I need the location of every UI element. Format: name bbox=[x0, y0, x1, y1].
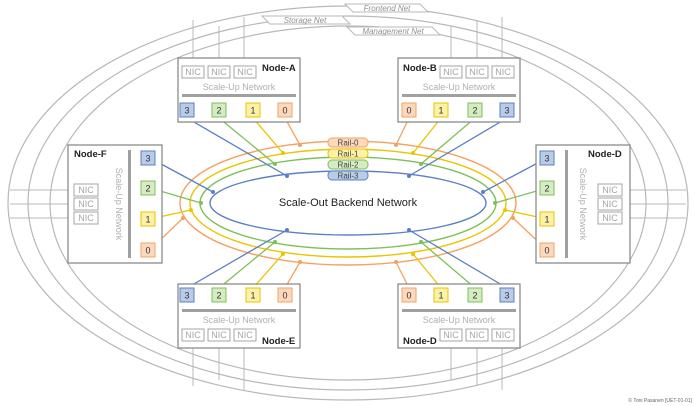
node-f-scaleup-label: Scale-Up Network bbox=[114, 168, 124, 241]
node-a-nic-1 bbox=[181, 65, 205, 79]
rail-3-label: Rail-3 bbox=[338, 172, 359, 181]
node-d-right-port: 3 bbox=[544, 154, 549, 164]
copyright: © Toni Pasanen [UET-01-01] bbox=[628, 397, 692, 404]
storage-net-label: Storage Net bbox=[284, 16, 327, 25]
node-d-right-nic-2 bbox=[597, 197, 623, 211]
nic-label: NIC bbox=[78, 199, 94, 209]
backend-network-label: Scale-Out Backend Network bbox=[279, 197, 418, 209]
node-d-bottom-port: 1 bbox=[438, 291, 443, 301]
management-net-label: Management Net bbox=[362, 27, 424, 36]
nic-label: NIC bbox=[237, 330, 253, 340]
node-e-port: 3 bbox=[184, 291, 189, 301]
node-d-bottom-title: Node-D bbox=[403, 336, 437, 347]
nic-label: NIC bbox=[469, 67, 485, 77]
outer-network-labels: Frontend Net Storage Net Management Net bbox=[260, 3, 442, 36]
node-b-nic-3 bbox=[491, 65, 515, 79]
node-d-bottom-nic-1 bbox=[439, 328, 463, 342]
nic-label: NIC bbox=[495, 67, 511, 77]
rail-2-label: Rail-2 bbox=[338, 161, 359, 170]
node-e-title: Node-E bbox=[262, 336, 295, 347]
node-b-nic-2 bbox=[465, 65, 489, 79]
node-d-bottom-nic-2 bbox=[465, 328, 489, 342]
node-d-bottom-scaleup-label: Scale-Up Network bbox=[423, 315, 496, 325]
node-a-port: 0 bbox=[282, 106, 287, 116]
management-ring bbox=[49, 25, 647, 381]
node-b-port: 2 bbox=[472, 106, 477, 116]
node-d-right-port: 0 bbox=[544, 246, 549, 256]
node-d-right-scaleup-label: Scale-Up Network bbox=[578, 168, 588, 241]
node-a-port: 2 bbox=[216, 106, 221, 116]
node-f-nic-2 bbox=[73, 197, 99, 211]
node-a-scaleup-label: Scale-Up Network bbox=[203, 82, 276, 92]
node-f-port: 2 bbox=[145, 184, 150, 194]
node-d-right-port: 1 bbox=[544, 215, 549, 225]
rail-1-label: Rail-1 bbox=[338, 150, 359, 159]
node-a-nic-2 bbox=[207, 65, 231, 79]
nic-label: NIC bbox=[185, 330, 201, 340]
node-d-right-title: Node-D bbox=[588, 149, 622, 160]
nic-label: NIC bbox=[185, 67, 201, 77]
nic-label: NIC bbox=[495, 330, 511, 340]
node-b-port: 3 bbox=[504, 106, 509, 116]
nic-label: NIC bbox=[211, 330, 227, 340]
nic-uplinks bbox=[10, 17, 686, 390]
node-e-port: 0 bbox=[282, 291, 287, 301]
node-e-nic-2 bbox=[207, 328, 231, 342]
node-e-nic-1 bbox=[181, 328, 205, 342]
node-b: Node-B NIC NIC NIC Scale-Up Network 0 1 … bbox=[397, 57, 521, 123]
node-d-bottom-port: 3 bbox=[504, 291, 509, 301]
nic-label: NIC bbox=[469, 330, 485, 340]
node-b-scaleup-label: Scale-Up Network bbox=[423, 82, 496, 92]
node-b-nic-1 bbox=[439, 65, 463, 79]
nic-label: NIC bbox=[443, 330, 459, 340]
node-e: Node-E 3 2 1 0 Scale-Up Network NIC NIC … bbox=[177, 283, 301, 349]
nic-label: NIC bbox=[602, 185, 618, 195]
node-a-title: Node-A bbox=[262, 63, 296, 74]
node-b-port: 1 bbox=[438, 106, 443, 116]
nic-label: NIC bbox=[602, 213, 618, 223]
nic-label: NIC bbox=[237, 67, 253, 77]
node-e-port: 1 bbox=[250, 291, 255, 301]
rail-labels: Rail-0 Rail-1 Rail-2 Rail-3 bbox=[327, 137, 369, 181]
frontend-net-label: Frontend Net bbox=[364, 4, 411, 13]
nic-label: NIC bbox=[78, 213, 94, 223]
node-d-bottom: Node-D 0 1 2 3 Scale-Up Network NIC NIC … bbox=[397, 283, 521, 349]
node-f-nic-3 bbox=[73, 211, 99, 225]
rail-0-label: Rail-0 bbox=[338, 139, 359, 148]
node-d-bottom-port: 2 bbox=[472, 291, 477, 301]
node-d-right-nic-1 bbox=[597, 183, 623, 197]
node-a-port: 1 bbox=[250, 106, 255, 116]
node-e-scaleup-label: Scale-Up Network bbox=[203, 315, 276, 325]
node-e-port: 2 bbox=[216, 291, 221, 301]
node-f-nic-1 bbox=[73, 183, 99, 197]
node-d-right: Node-D NIC NIC NIC Scale-Up Network 3 2 … bbox=[535, 144, 631, 264]
node-f-title: Node-F bbox=[74, 149, 107, 160]
node-f-port: 3 bbox=[145, 154, 150, 164]
node-f-port: 0 bbox=[145, 246, 150, 256]
node-a-nic-3 bbox=[233, 65, 257, 79]
junction-dots bbox=[181, 143, 515, 264]
node-d-right-nic-3 bbox=[597, 211, 623, 225]
nic-label: NIC bbox=[78, 185, 94, 195]
node-f: Node-F NIC NIC NIC Scale-Up Network 3 2 … bbox=[67, 144, 163, 264]
node-a: Node-A NIC NIC NIC Scale-Up Network 3 2 … bbox=[177, 57, 301, 123]
nic-label: NIC bbox=[602, 199, 618, 209]
node-f-port: 1 bbox=[145, 215, 150, 225]
nic-label: NIC bbox=[443, 67, 459, 77]
node-d-bottom-port: 0 bbox=[406, 291, 411, 301]
node-b-port: 0 bbox=[406, 106, 411, 116]
node-b-title: Node-B bbox=[403, 63, 437, 74]
storage-ring bbox=[27, 15, 669, 391]
node-d-right-port: 2 bbox=[544, 184, 549, 194]
node-a-port: 3 bbox=[184, 106, 189, 116]
node-d-bottom-nic-3 bbox=[491, 328, 515, 342]
nic-label: NIC bbox=[211, 67, 227, 77]
node-e-nic-3 bbox=[233, 328, 257, 342]
